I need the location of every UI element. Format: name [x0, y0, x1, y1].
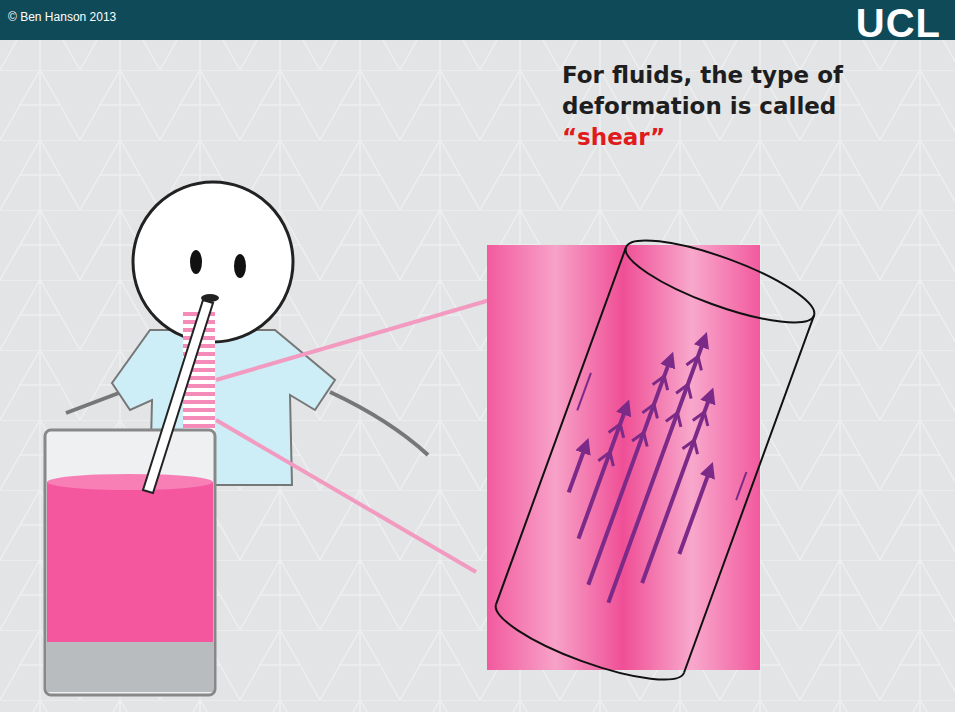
slide-heading: For fluids, the type of deformation is c…: [562, 60, 892, 153]
heading-text: For fluids, the type of deformation is c…: [562, 62, 843, 119]
copyright-note: © Ben Hanson 2013: [8, 10, 116, 24]
key-term: “shear”: [562, 124, 665, 150]
ucl-logo: UCL: [856, 0, 941, 46]
